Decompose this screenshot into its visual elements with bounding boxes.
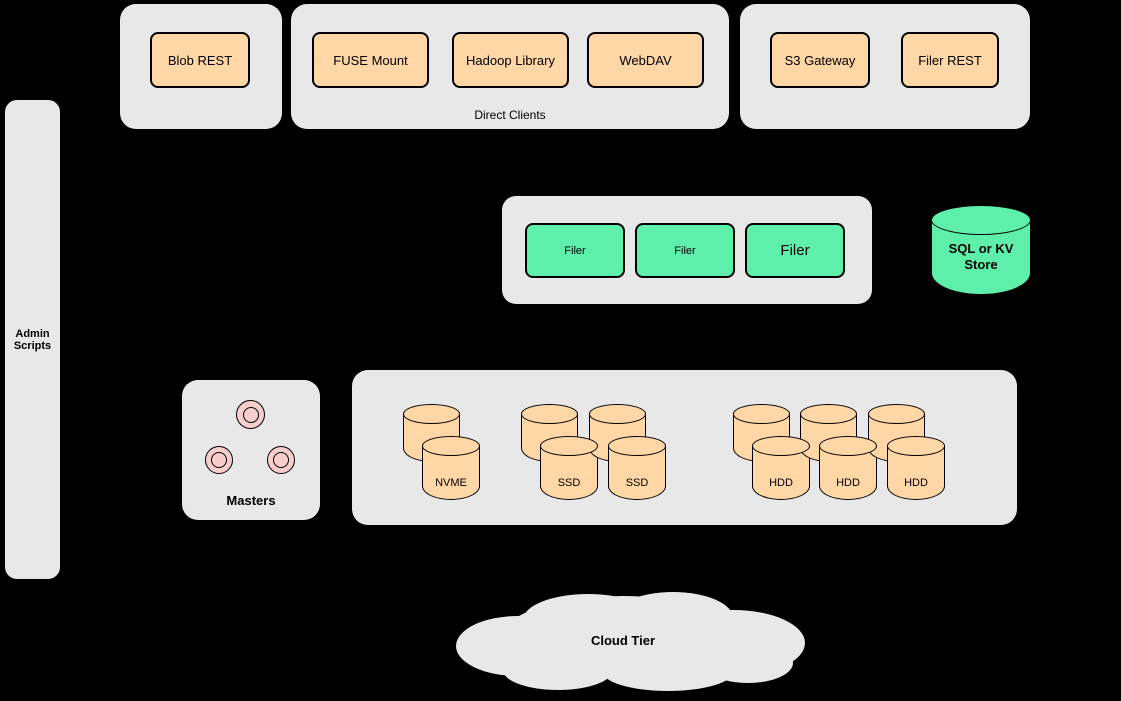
disk-label-nvme: NVME bbox=[435, 477, 467, 489]
node-filer-rest: Filer REST bbox=[901, 32, 999, 88]
cylinder-top bbox=[931, 205, 1031, 235]
node-filer-2-label: Filer bbox=[674, 244, 696, 257]
node-hadoop-library: Hadoop Library bbox=[452, 32, 569, 88]
filer-group: Filer Filer Filer bbox=[502, 196, 872, 304]
disk-cylinder-ssd-1: SSD bbox=[540, 436, 598, 500]
disk-cylinder-nvme: NVME bbox=[422, 436, 480, 500]
gateways-group: S3 Gateway Filer REST bbox=[740, 4, 1030, 129]
disk-cylinder-ssd-2: SSD bbox=[608, 436, 666, 500]
node-filer-3-label: Filer bbox=[780, 242, 810, 259]
node-filer-3: Filer bbox=[745, 223, 845, 278]
cloud-shape bbox=[456, 592, 805, 691]
node-blob-rest-label: Blob REST bbox=[167, 52, 233, 68]
disk-label-ssd-2: SSD bbox=[625, 477, 649, 489]
node-s3-gateway: S3 Gateway bbox=[770, 32, 870, 88]
disk-cylinder-hdd-1: HDD bbox=[752, 436, 810, 500]
disk-cylinder-hdd-3: HDD bbox=[887, 436, 945, 500]
disk-label-hdd-2: HDD bbox=[836, 477, 860, 489]
disk-label-ssd-1: SSD bbox=[557, 477, 581, 489]
admin-scripts-label: Admin Scripts bbox=[13, 327, 52, 352]
volume-servers-group: NVME SSD SSD HDD bbox=[352, 370, 1017, 525]
node-s3-gateway-label: S3 Gateway bbox=[784, 52, 856, 68]
node-webdav: WebDAV bbox=[587, 32, 704, 88]
sql-kv-store-cylinder: SQL or KV Store bbox=[931, 205, 1031, 295]
master-node-icon bbox=[236, 400, 265, 429]
blob-client-group: Blob REST bbox=[120, 4, 282, 129]
node-filer-2: Filer bbox=[635, 223, 735, 278]
disk-label-hdd-1: HDD bbox=[769, 477, 793, 489]
disk-label-hdd-3: HDD bbox=[904, 477, 928, 489]
sql-kv-store-label: SQL or KV Store bbox=[948, 241, 1014, 273]
node-webdav-label: WebDAV bbox=[619, 52, 672, 68]
node-filer-1: Filer bbox=[525, 223, 625, 278]
node-fuse-mount: FUSE Mount bbox=[312, 32, 429, 88]
node-filer-rest-label: Filer REST bbox=[918, 52, 982, 68]
disk-cylinder-hdd-2: HDD bbox=[819, 436, 877, 500]
masters-group: Masters bbox=[182, 380, 320, 520]
admin-scripts-panel: Admin Scripts bbox=[5, 100, 60, 579]
direct-clients-caption: Direct Clients bbox=[474, 108, 546, 122]
node-hadoop-library-label: Hadoop Library bbox=[466, 52, 555, 68]
master-node-icon bbox=[205, 446, 233, 474]
cloud-tier: Cloud Tier bbox=[438, 588, 808, 692]
direct-clients-group: FUSE Mount Hadoop Library WebDAV Direct … bbox=[291, 4, 729, 129]
node-blob-rest: Blob REST bbox=[150, 32, 250, 88]
masters-label: Masters bbox=[226, 493, 276, 508]
node-fuse-mount-label: FUSE Mount bbox=[333, 52, 408, 68]
node-filer-1-label: Filer bbox=[564, 244, 586, 257]
cloud-tier-label: Cloud Tier bbox=[590, 632, 656, 648]
master-node-icon bbox=[267, 446, 295, 474]
